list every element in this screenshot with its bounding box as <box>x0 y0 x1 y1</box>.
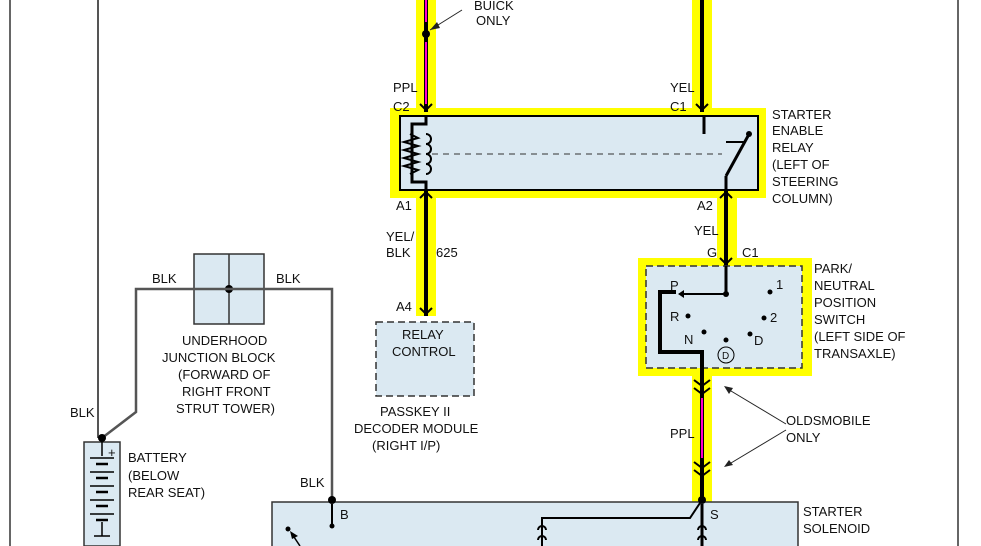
s-terminal-label: S <box>710 507 719 522</box>
blk-wire-to-battery <box>101 287 229 439</box>
solenoid-b-contact <box>329 523 335 529</box>
g-connector <box>719 257 733 266</box>
passkey-label-3: (RIGHT I/P) <box>372 438 440 453</box>
solenoid-arm-arrow <box>290 531 298 539</box>
olds-leader-top <box>725 387 787 425</box>
underhood-label-1: UNDERHOOD <box>182 333 267 348</box>
a2-label: A2 <box>697 198 713 213</box>
relay-coil-winding <box>425 133 432 175</box>
passkey-label-1: PASSKEY II <box>380 404 450 419</box>
battery-terminal-dot <box>98 434 106 442</box>
a4-connector <box>419 307 433 316</box>
blk-left-label: BLK <box>152 271 177 286</box>
a4-label: A4 <box>396 299 412 314</box>
battery-label-3: REAR SEAT) <box>128 485 205 500</box>
c1-mid-label: C1 <box>742 245 759 260</box>
relay-label-1: STARTER <box>772 107 831 122</box>
passkey-label-2: DECODER MODULE <box>354 421 479 436</box>
pnp-contact-2 <box>761 315 767 321</box>
pnp-contact-n <box>701 329 707 335</box>
position-n-label: N <box>684 332 693 347</box>
starter-solenoid-box <box>271 501 799 546</box>
labels: BUICK ONLY PPL C2 YEL C1 STARTER ENABLE … <box>70 0 906 536</box>
buick-splice-dot <box>422 30 430 38</box>
pnp-label-6: TRANSAXLE) <box>814 346 896 361</box>
relay-label-4: (LEFT OF <box>772 157 830 172</box>
c2-label: C2 <box>393 99 410 114</box>
yel-blk-label-1: YEL/ <box>386 229 415 244</box>
olds-arrow-top <box>724 386 733 394</box>
pnp-label-4: SWITCH <box>814 312 865 327</box>
pnp-park-neutral-path <box>658 290 704 374</box>
underhood-label-4: RIGHT FRONT <box>182 384 271 399</box>
c1-top-label: C1 <box>670 99 687 114</box>
solenoid-winding-left <box>537 525 547 541</box>
pnp-contact-neutral-2 <box>723 337 729 343</box>
buick-only-label-1: BUICK <box>474 0 514 13</box>
relay-label-3: RELAY <box>772 140 814 155</box>
pnp-selector-arrow <box>678 290 684 298</box>
position-r-label: R <box>670 309 679 324</box>
oldsmobile-label-1: OLDSMOBILE <box>786 413 871 428</box>
g-label: G <box>707 245 717 260</box>
a1-label: A1 <box>396 198 412 213</box>
pnp-contact-r <box>685 313 691 319</box>
relay-coil-resistor <box>400 133 422 175</box>
underhood-label-2: JUNCTION BLOCK <box>162 350 276 365</box>
starter-enable-relay-box <box>399 115 759 191</box>
yel-blk-label-2: BLK <box>386 245 411 260</box>
relay-control-label-2: CONTROL <box>392 344 456 359</box>
underhood-label-5: STRUT TOWER) <box>176 401 275 416</box>
position-1-label: 1 <box>776 277 783 292</box>
solenoid-b-terminal <box>328 496 336 504</box>
yel-mid-label: YEL <box>694 223 719 238</box>
pnp-label-3: POSITION <box>814 295 876 310</box>
position-d-circle-label: D <box>722 351 729 362</box>
relay-control-label-1: RELAY <box>402 327 444 342</box>
oldsmobile-label-2: ONLY <box>786 430 821 445</box>
pnp-label-5: (LEFT SIDE OF <box>814 329 906 344</box>
blk-solenoid-label: BLK <box>300 475 325 490</box>
battery-label-1: BATTERY <box>128 450 187 465</box>
position-d-label: D <box>754 333 763 348</box>
olds-leader-bottom <box>725 429 787 467</box>
ppl-top-label: PPL <box>393 80 418 95</box>
battery-plus-label: + <box>108 445 116 460</box>
olds-arrow-bottom <box>724 460 733 467</box>
pnp-label-1: PARK/ <box>814 261 852 276</box>
blk-right-label: BLK <box>276 271 301 286</box>
passkey-module-box <box>375 321 475 397</box>
oldsmobile-connectors <box>693 379 711 478</box>
solenoid-left-contact <box>285 526 291 532</box>
pnp-contact-1 <box>767 289 773 295</box>
b-terminal-label: B <box>340 507 349 522</box>
solenoid-winding-right <box>697 525 707 541</box>
battery-label-2: (BELOW <box>128 468 180 483</box>
solenoid-label-1: STARTER <box>803 504 862 519</box>
pnp-contact-d <box>747 331 753 337</box>
relay-label-6: COLUMN) <box>772 191 833 206</box>
yel-top-label: YEL <box>670 80 695 95</box>
blk-wire-to-solenoid <box>229 287 334 500</box>
solenoid-s-internal <box>541 499 703 546</box>
pnp-d-circle <box>717 346 735 364</box>
buick-only-label-2: ONLY <box>476 13 511 28</box>
buick-arrowhead <box>430 22 440 30</box>
relay-arm-tip <box>746 131 752 137</box>
pnp-pivot <box>723 291 729 297</box>
underhood-label-3: (FORWARD OF <box>178 367 270 382</box>
solenoid-label-2: SOLENOID <box>803 521 870 536</box>
ppl-bottom-label: PPL <box>670 426 695 441</box>
position-p-label: P <box>670 278 679 293</box>
battery-cells <box>90 442 114 537</box>
position-2-label: 2 <box>770 310 777 325</box>
wire-number-625: 625 <box>436 245 458 260</box>
pnp-label-2: NEUTRAL <box>814 278 875 293</box>
relay-label-5: STEERING <box>772 174 838 189</box>
relay-label-2: ENABLE <box>772 123 824 138</box>
blk-battery-label: BLK <box>70 405 95 420</box>
